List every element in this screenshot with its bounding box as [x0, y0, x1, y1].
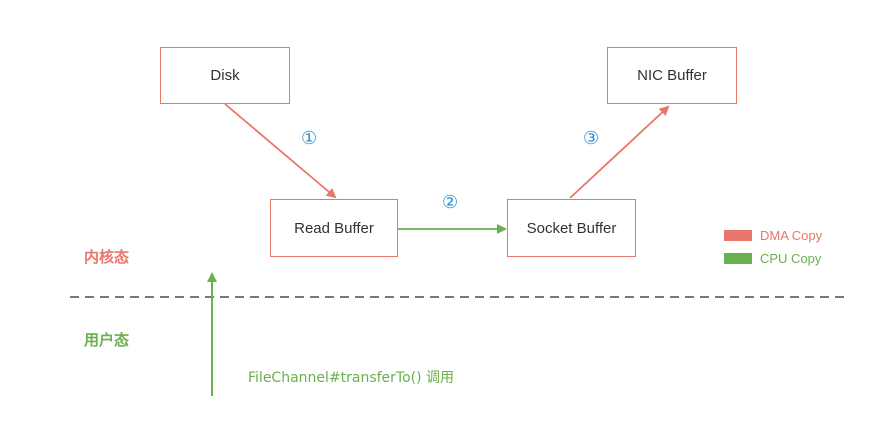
read-buffer-box: Read Buffer — [270, 199, 398, 257]
transfer-to-call-label: FileChannel#transferTo() 调用 — [248, 370, 455, 386]
kernel-space-label: 内核态 — [84, 248, 130, 266]
legend-dma-swatch — [724, 230, 752, 241]
legend-cpu-label: CPU Copy — [760, 251, 822, 266]
legend-cpu-swatch — [724, 253, 752, 264]
dma-arrow-socket-buffer-to-nic-buffer — [569, 105, 670, 199]
user-space-label: 用户态 — [84, 331, 130, 349]
nic-buffer-label: NIC Buffer — [637, 67, 707, 84]
disk-box: Disk — [160, 47, 290, 104]
legend-dma-label: DMA Copy — [760, 228, 823, 243]
legend-dma-copy: DMA Copy — [724, 228, 822, 243]
step-three-marker: ③ — [583, 128, 600, 149]
read-buffer-label: Read Buffer — [294, 219, 374, 237]
dma-arrow-disk-to-read-buffer — [224, 103, 337, 199]
disk-label: Disk — [210, 67, 240, 84]
socket-buffer-label: Socket Buffer — [526, 219, 617, 237]
nic-buffer-box: NIC Buffer — [607, 47, 737, 104]
step-two-marker: ② — [442, 192, 459, 213]
legend-cpu-copy: CPU Copy — [724, 251, 821, 266]
socket-buffer-box: Socket Buffer — [507, 199, 636, 257]
step-one-marker: ① — [301, 128, 318, 149]
